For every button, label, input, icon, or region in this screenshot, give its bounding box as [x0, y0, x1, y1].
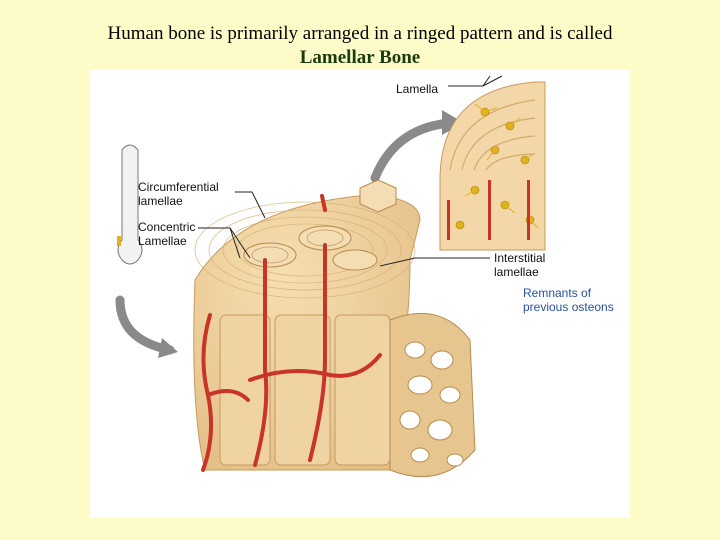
bone-diagram: Lamella Circumferential lamellae Concent… [90, 70, 630, 518]
label-concentric-lamellae: Concentric Lamellae [138, 220, 195, 248]
bone-block [194, 180, 420, 470]
spongy-bone [390, 313, 475, 476]
zoom-arrow-top [375, 123, 450, 178]
label-lamella: Lamella [396, 82, 438, 96]
label-remnants-of-previous-osteons: Remnants of previous osteons [523, 286, 614, 314]
slide-title: Human bone is primarily arranged in a ri… [0, 22, 720, 70]
lamella-inset [440, 82, 545, 250]
title-line-2: Lamellar Bone [0, 46, 720, 70]
title-line-1: Human bone is primarily arranged in a ri… [0, 22, 720, 46]
label-interstitial-lamellae: Interstitial lamellae [494, 251, 545, 279]
label-circumferential-lamellae: Circumferential lamellae [138, 180, 219, 208]
